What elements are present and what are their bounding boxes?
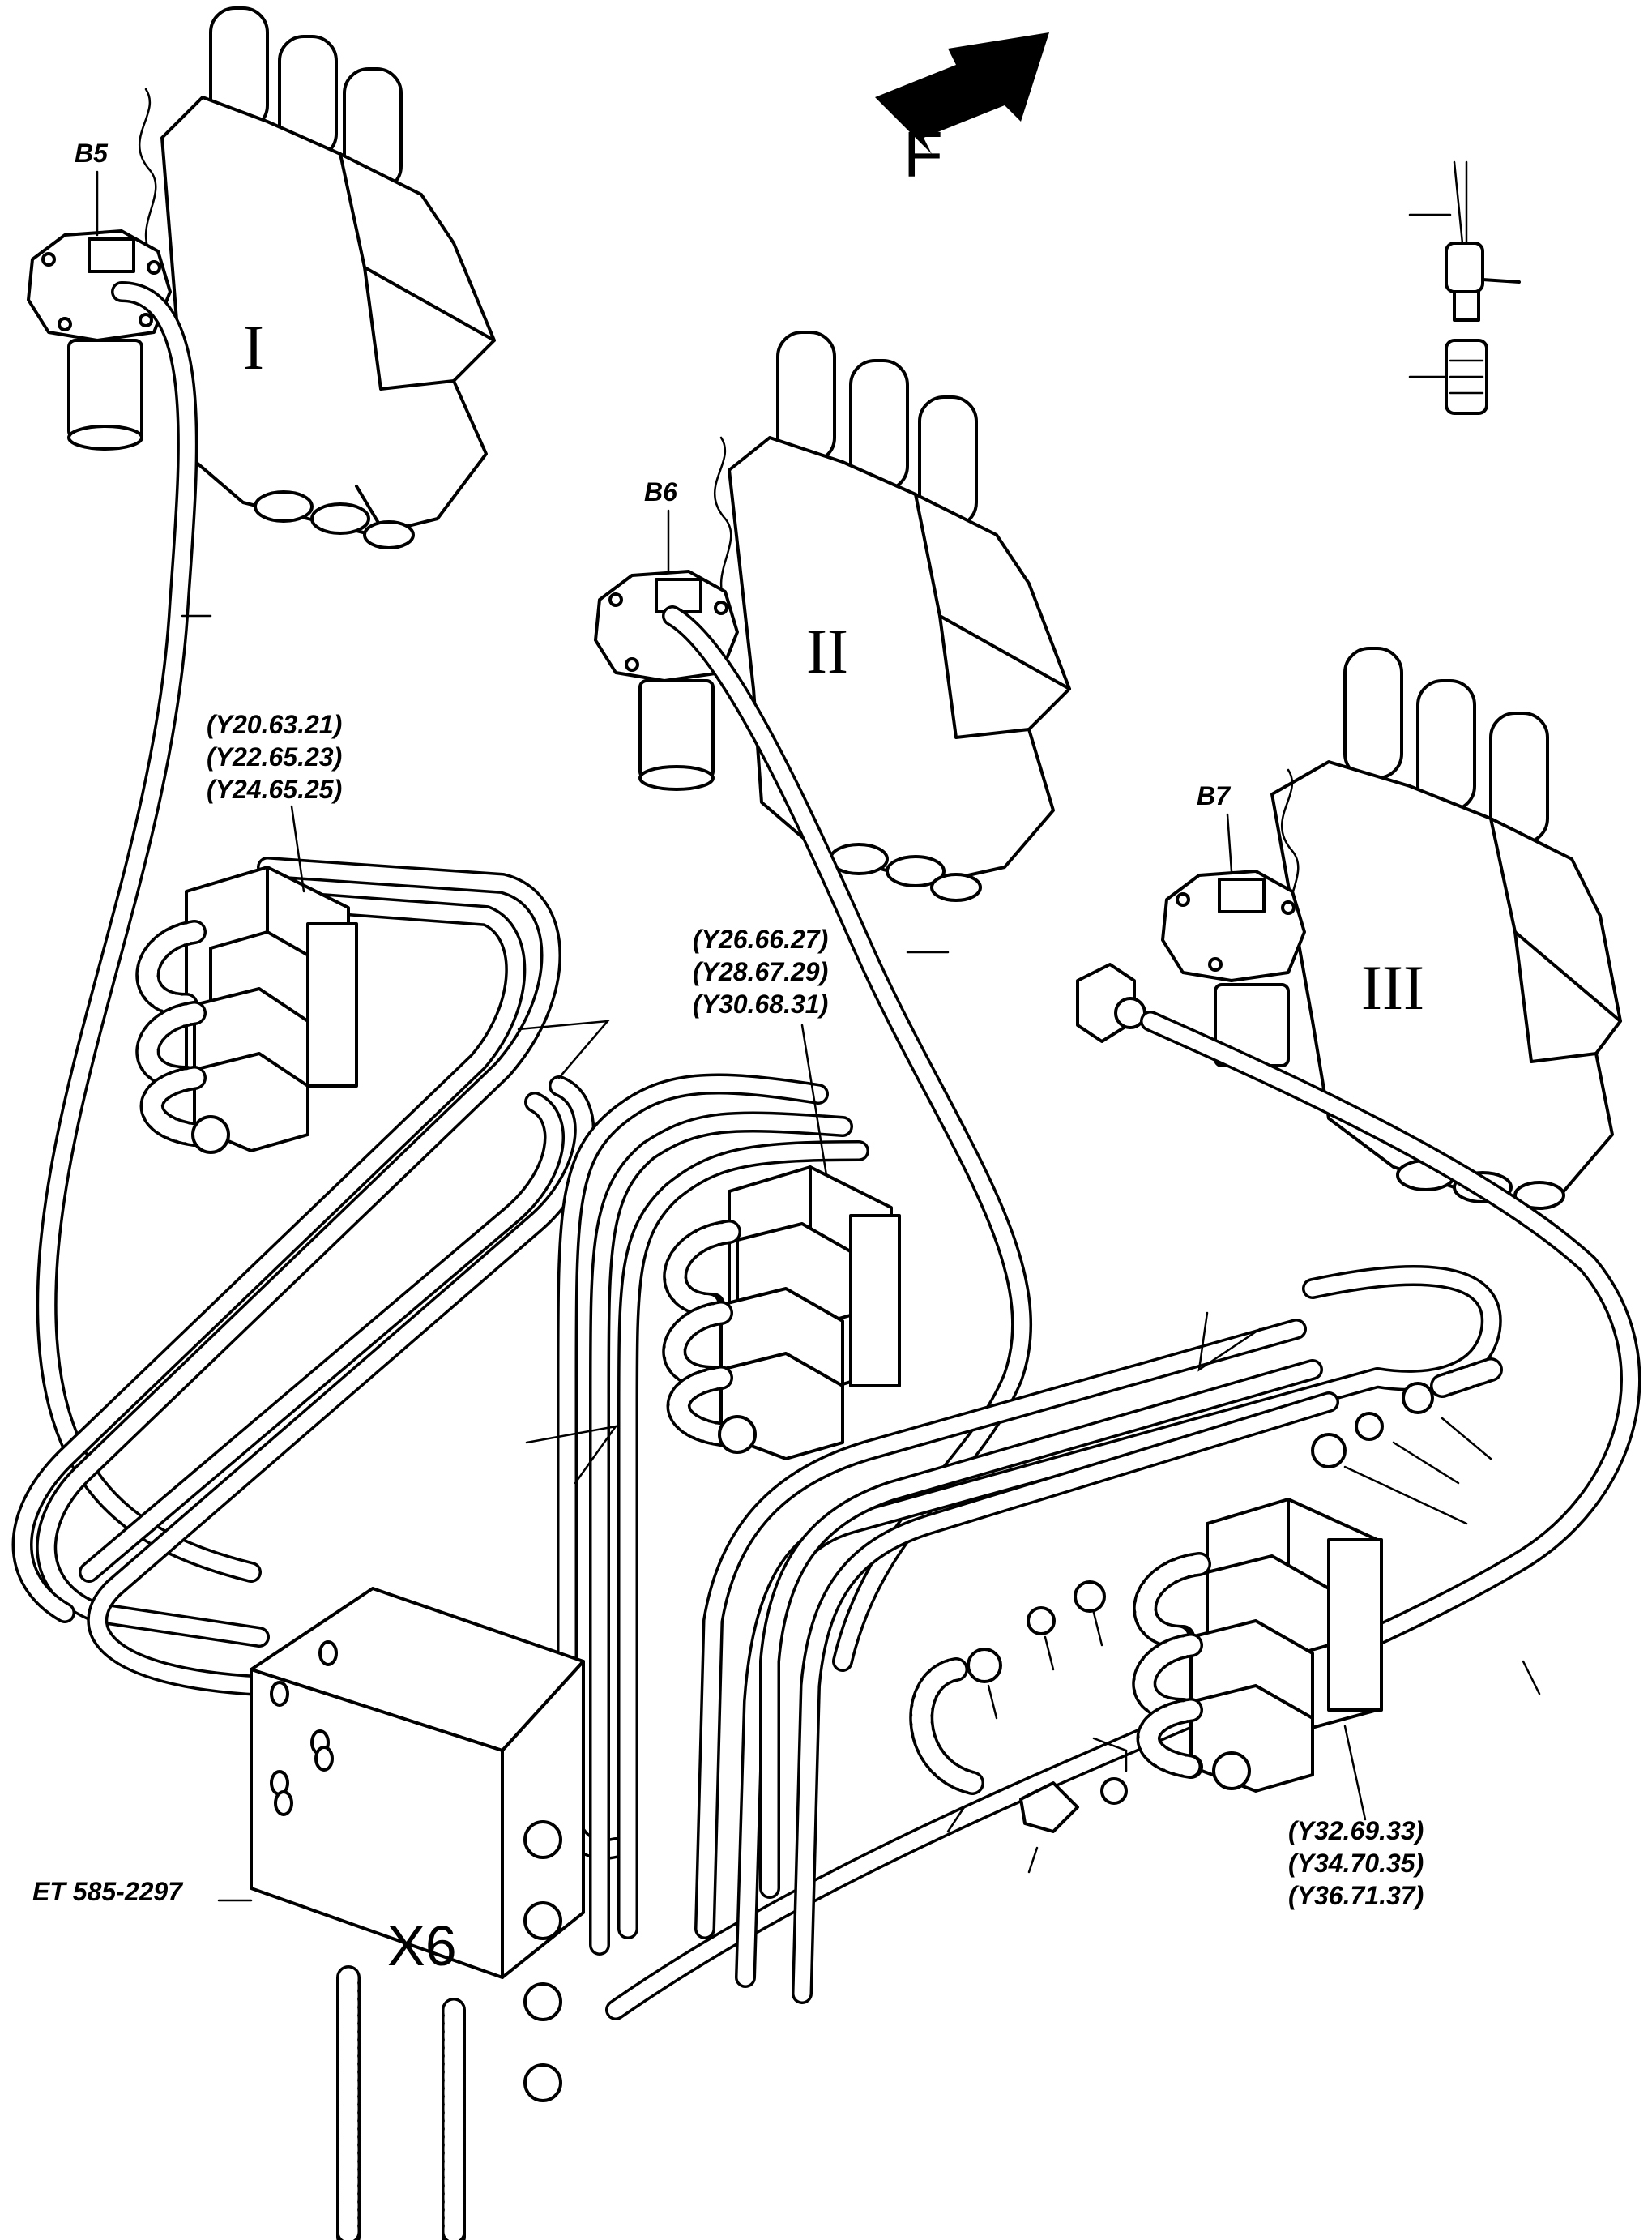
group-1-code-1: (Y20.63.21) <box>207 710 342 739</box>
group-3-code-1: (Y32.69.33) <box>1288 1816 1424 1845</box>
valve-block-1 <box>139 6 496 549</box>
sensor-b6 <box>594 570 739 791</box>
connector-detail <box>1408 160 1521 415</box>
group-3-code-3: (Y36.71.37) <box>1288 1881 1424 1910</box>
junction-box-label: X6 <box>387 1914 457 1977</box>
part-number: ET 585-2297 <box>32 1877 184 1906</box>
valve-block-3 <box>1270 647 1622 1210</box>
sensor-b5 <box>27 229 172 451</box>
direction-label: F <box>903 118 943 190</box>
valve-3-roman: III <box>1361 952 1424 1023</box>
solenoid-group-1 <box>135 866 358 1154</box>
sensor-b6-label: B6 <box>644 477 677 507</box>
cable-fittings <box>909 1357 1503 1833</box>
sensor-b7 <box>1076 870 1306 1067</box>
valve-2-roman: II <box>806 616 848 686</box>
group-2-code-3: (Y30.68.31) <box>693 990 828 1019</box>
group-3-code-2: (Y34.70.35) <box>1288 1849 1424 1878</box>
cable-bundles <box>11 281 1641 2020</box>
sensor-b7-label: B7 <box>1197 781 1232 810</box>
sensor-b5-label: B5 <box>75 139 109 168</box>
group-1-code-2: (Y22.65.23) <box>207 742 342 772</box>
solenoid-group-3 <box>1132 1498 1383 1793</box>
direction-arrow <box>875 32 1049 154</box>
valve-1-roman: I <box>243 312 264 383</box>
valve-block-2 <box>714 331 1071 902</box>
group-2-code-1: (Y26.66.27) <box>693 925 828 954</box>
group-2-code-2: (Y28.67.29) <box>693 957 828 986</box>
junction-box-x6 <box>250 1587 585 2240</box>
group-1-code-3: (Y24.65.25) <box>207 775 342 804</box>
solenoid-group-2 <box>662 1165 901 1460</box>
